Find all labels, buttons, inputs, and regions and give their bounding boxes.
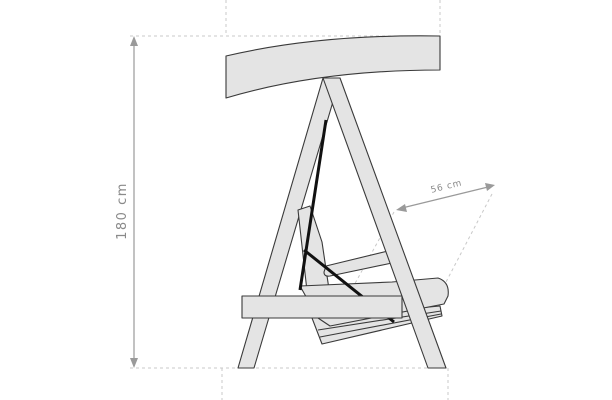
seat-depth-dimension: 56 cm xyxy=(396,178,495,212)
height-arrow-bottom xyxy=(130,358,138,368)
swing xyxy=(225,35,449,369)
front-leg xyxy=(322,77,447,369)
seat-depth-label: 56 cm xyxy=(430,178,463,195)
seat-depth-arrow-right xyxy=(485,183,495,191)
chain-rear xyxy=(298,119,328,291)
height-dimension: 180 cm xyxy=(115,36,138,368)
height-label: 180 cm xyxy=(115,182,130,240)
height-arrow-top xyxy=(130,36,138,46)
crossbar xyxy=(241,295,403,319)
canopy xyxy=(225,35,441,99)
seat-depth-arrow-left xyxy=(396,204,407,212)
seat-depth-dimension-line xyxy=(401,186,489,209)
guide-seat-front xyxy=(445,193,493,283)
